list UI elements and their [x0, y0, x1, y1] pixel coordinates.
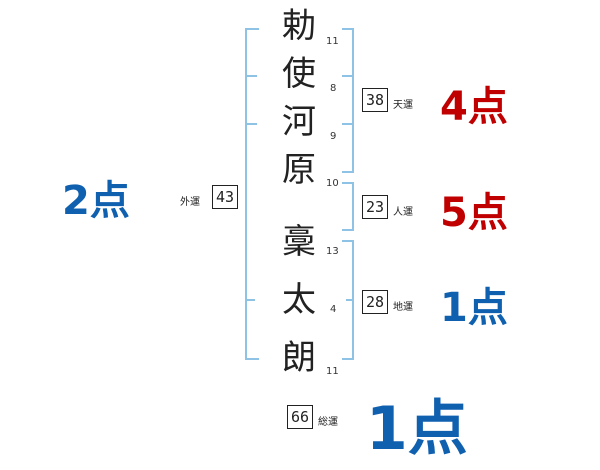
- jinkaku-label: 人運: [393, 207, 413, 218]
- tenkaku-score: 4点: [440, 84, 508, 130]
- stroke-count: 10: [326, 178, 339, 189]
- tenkaku-label: 天運: [393, 100, 413, 111]
- name-char: 太: [282, 280, 316, 320]
- bracket-tick: [245, 28, 259, 30]
- bracket-tick: [342, 229, 354, 231]
- stroke-count: 9: [330, 131, 337, 142]
- bracket-tick: [245, 75, 257, 77]
- bracket-tick: [342, 123, 354, 125]
- bracket-tick: [245, 123, 257, 125]
- stroke-count: 4: [330, 304, 337, 315]
- bracket-tick: [342, 28, 354, 30]
- gaikaku-value: 43: [212, 185, 238, 209]
- bracket-tick: [342, 182, 354, 184]
- bracket-tick: [342, 240, 354, 242]
- name-char: 稾: [282, 222, 316, 262]
- stroke-count: 11: [326, 366, 339, 377]
- soukaku-score: 1点: [366, 394, 468, 464]
- chikaku-value: 28: [362, 290, 388, 314]
- name-char: 朗: [282, 338, 316, 378]
- gaikaku-score: 2点: [62, 178, 130, 224]
- tenkaku-value: 38: [362, 88, 388, 112]
- bracket-tick: [346, 299, 354, 301]
- stroke-count: 8: [330, 83, 337, 94]
- jinkaku-value: 23: [362, 195, 388, 219]
- chikaku-label: 地運: [393, 302, 413, 313]
- name-char: 河: [282, 102, 316, 142]
- outer-bracket: [245, 28, 247, 360]
- bracket-tick: [245, 358, 259, 360]
- soukaku-label: 総運: [318, 417, 338, 428]
- name-char: 原: [282, 150, 316, 190]
- stroke-count: 13: [326, 246, 339, 257]
- gaikaku-label: 外運: [180, 197, 200, 208]
- chikaku-score: 1点: [440, 285, 508, 331]
- soukaku-value: 66: [287, 405, 313, 429]
- heaven-bracket: [352, 28, 354, 172]
- person-bracket: [352, 182, 354, 230]
- bracket-tick: [342, 358, 354, 360]
- bracket-tick: [342, 171, 354, 173]
- stroke-count: 11: [326, 36, 339, 47]
- name-char: 使: [282, 54, 316, 94]
- name-char: 勅: [282, 6, 316, 46]
- bracket-tick: [245, 299, 255, 301]
- jinkaku-score: 5点: [440, 190, 508, 236]
- bracket-tick: [342, 75, 354, 77]
